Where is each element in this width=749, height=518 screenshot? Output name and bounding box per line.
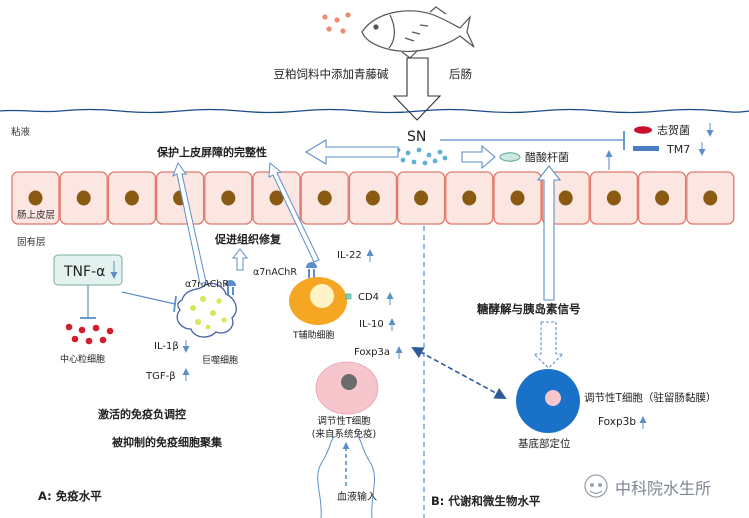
neutrophils-icon: [65, 323, 114, 345]
a7-receptor-right-icon: [308, 269, 315, 278]
lamina-propria-label: 固有层: [17, 236, 46, 248]
foxp3-link-arrow: [411, 347, 507, 399]
fish-icon: [361, 6, 475, 59]
acetobacter-icon: [499, 152, 521, 162]
mucus-boundary: [0, 108, 749, 114]
cell-nucleus: [703, 190, 718, 206]
sn-particles-icon: [395, 147, 448, 166]
watermark-logo-icon: [584, 474, 608, 498]
cell-nucleus: [124, 190, 139, 206]
a7-receptor-right-head: [306, 262, 317, 268]
cell-nucleus: [221, 190, 236, 206]
cell-nucleus: [606, 190, 621, 206]
tnf-label: TNF-α: [63, 264, 105, 280]
cell-nucleus: [462, 190, 477, 206]
macrophage-label: 巨噬细胞: [202, 354, 238, 366]
th-to-barrier-arrow: [268, 162, 320, 263]
resident-treg-nucleus: [545, 390, 561, 406]
sn-label: SN: [407, 129, 426, 145]
cell-nucleus: [269, 190, 284, 206]
tm7-label: TM7: [666, 143, 690, 156]
cd4-marker-icon: [345, 293, 352, 300]
a7-receptor-left-head: [225, 280, 236, 286]
blood-input-label: 血液输入: [337, 490, 377, 503]
cell-nucleus: [365, 190, 380, 206]
macrophage-granules-icon: [190, 296, 227, 330]
macrophage-cell: [176, 282, 237, 338]
macrophage-inhibit-line: [121, 291, 176, 305]
cell-nucleus: [510, 190, 525, 206]
feed-particles-icon: [322, 12, 351, 34]
epithelium-label: 肠上皮层: [17, 209, 55, 221]
blood-vessel-left: [317, 435, 336, 518]
il22-label: IL-22: [337, 250, 362, 261]
tgfb-label: TGF-β: [145, 371, 176, 382]
a7-right-label: α7nAChR: [253, 267, 297, 278]
basal-label: 基底部定位: [518, 437, 571, 450]
cell-nucleus: [76, 190, 91, 206]
systemic-treg-label-2: (来自系统免疫): [312, 428, 376, 440]
th-cell-label: T辅助细胞: [292, 329, 335, 341]
sn-to-bacteria-arrow: [461, 144, 496, 170]
systemic-treg-nucleus: [341, 374, 357, 390]
shigella-icon: [634, 126, 652, 134]
protect-barrier-label: 保护上皮屏障的完整性: [156, 145, 267, 159]
cell-nucleus: [414, 190, 429, 206]
panel-a-title: A: 免疫水平: [38, 489, 102, 503]
foxp3a-label: Foxp3a: [354, 347, 390, 358]
th-nucleus: [310, 284, 334, 308]
suppressed-label: 被抑制的免疫细胞聚集: [112, 435, 223, 449]
acetobacter-label: 醋酸杆菌: [525, 150, 569, 164]
neg-regulation-label: 激活的免疫负调控: [98, 407, 186, 421]
a7-receptor-left-icon: [227, 287, 234, 295]
promote-repair-label: 促进组织修复: [214, 232, 282, 246]
il1b-label: IL-1β: [154, 341, 179, 352]
il10-label: IL-10: [359, 319, 384, 330]
blood-vessel-right: [356, 435, 375, 518]
mucus-label: 粘液: [11, 126, 31, 138]
feed-label: 豆粕饲料中添加青藤碱: [274, 67, 389, 81]
a7-left-label: α7nAChR: [185, 279, 229, 290]
macrophage-inhibit-bar: [173, 295, 177, 313]
panel-b-title: B: 代谢和微生物水平: [431, 494, 541, 508]
systemic-treg-label-1: 调节性T细胞: [317, 415, 371, 427]
cell-nucleus: [317, 190, 332, 206]
watermark-text: 中科院水生所: [615, 479, 711, 498]
repair-up-arrow: [231, 248, 249, 271]
glycolysis-up-arrow: [536, 165, 562, 301]
epithelium-cells: [11, 171, 735, 225]
cell-nucleus: [655, 190, 670, 206]
sn-to-barrier-arrow: [304, 139, 399, 165]
foxp3b-label: Foxp3b: [598, 416, 636, 428]
glycolysis-label: 糖酵解与胰岛素信号: [477, 302, 581, 316]
hindgut-label: 后肠: [449, 67, 472, 81]
cell-nucleus: [558, 190, 573, 206]
shigella-label: 志贺菌: [657, 124, 690, 137]
cd4-label: CD4: [358, 292, 379, 303]
feed-arrow: [392, 57, 442, 121]
resident-treg-label: 调节性T细胞（驻留肠黏膜）: [584, 391, 716, 404]
glycolysis-down-arrow: [532, 321, 565, 369]
tm7-icon: [633, 146, 659, 151]
neutrophil-label: 中心粒细胞: [60, 353, 105, 365]
macrophage-to-barrier-arrow: [172, 161, 207, 285]
cell-nucleus: [28, 190, 43, 206]
